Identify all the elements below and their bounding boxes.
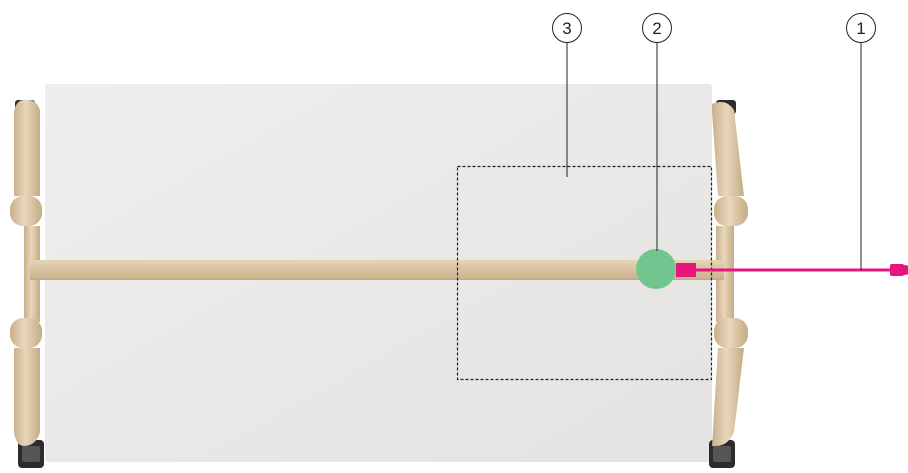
pull-cord	[676, 263, 908, 277]
callout-1-number: 1	[856, 19, 865, 38]
detail-region-box	[456, 165, 713, 381]
horizontal-rail	[30, 260, 724, 280]
callout-3-number: 3	[562, 19, 571, 38]
callout-1: 1	[846, 13, 876, 43]
left-frame	[10, 99, 42, 446]
callout-2: 2	[642, 13, 672, 43]
right-wheels	[709, 100, 736, 468]
callout-3: 3	[552, 13, 582, 43]
callout-2-number: 2	[652, 19, 661, 38]
attachment-marker	[636, 249, 676, 289]
right-frame	[712, 102, 748, 446]
